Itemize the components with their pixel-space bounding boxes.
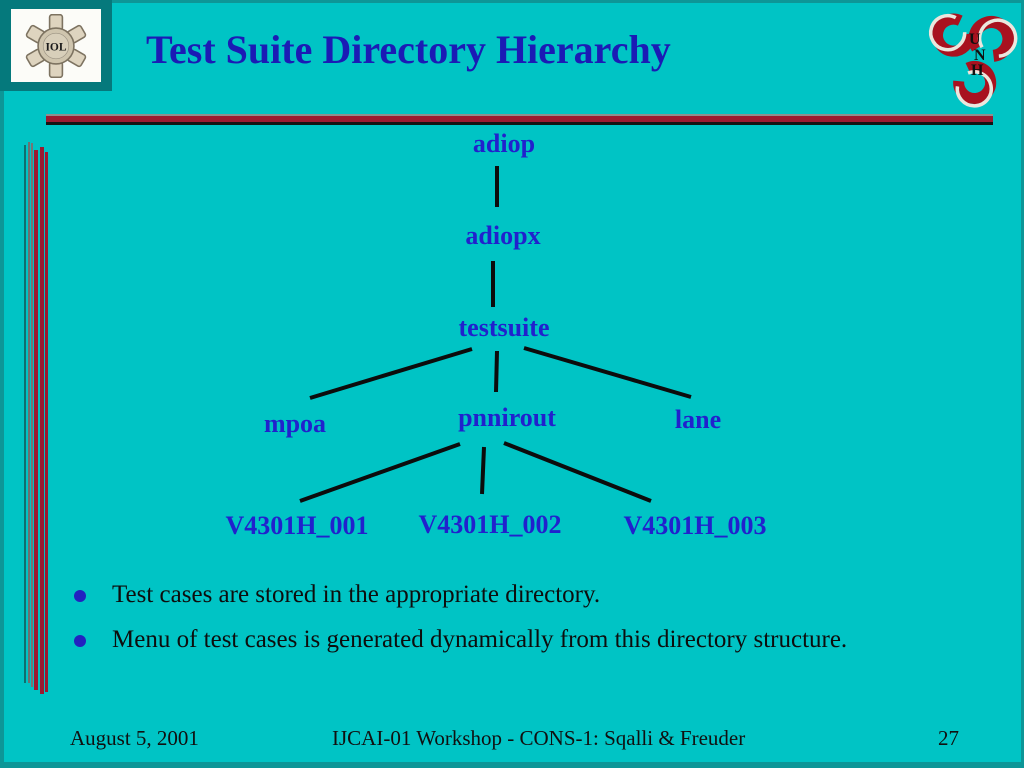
iol-logo: IOL [0, 0, 112, 91]
decorative-bar [31, 143, 33, 687]
decorative-bar [28, 142, 30, 683]
tree-edge-pnnirout-v003 [503, 441, 652, 503]
tree-edge-pnnirout-v002 [480, 446, 486, 495]
tree-node-pnnirout: pnnirout [458, 403, 556, 432]
decorative-bar [40, 147, 44, 694]
tree-node-adiopx: adiopx [465, 221, 541, 250]
bullet-dot-icon [74, 635, 86, 647]
tree-edge-pnnirout-v001 [299, 442, 461, 503]
tree-node-v4301h-001: V4301H_001 [225, 511, 369, 540]
left-decorative-bars [22, 142, 52, 694]
tree-node-adiop: adiop [472, 129, 536, 158]
tree-edge-testsuite-pnnirout [494, 350, 499, 393]
unh-letter-n: N [974, 47, 986, 64]
bullet-dot-icon [74, 590, 86, 602]
page-title: Test Suite Directory Hierarchy [146, 27, 671, 72]
bullet-item-1: Test cases are stored in the appropriate… [112, 581, 601, 608]
title-divider-rule [46, 114, 993, 125]
tree-node-v4301h-003: V4301H_003 [623, 511, 767, 540]
iol-logo-inner: IOL [11, 9, 101, 82]
unh-logo-icon: U N H [928, 13, 1018, 108]
tree-node-testsuite: testsuite [458, 313, 550, 342]
tree-edge-testsuite-mpoa [309, 347, 473, 400]
unh-letter-h: H [971, 62, 984, 79]
footer-event-name: IJCAI-01 Workshop - CONS-1: Sqalli & Fre… [332, 726, 746, 750]
footer-date: August 5, 2001 [70, 726, 199, 750]
bullet-item-2: Menu of test cases is generated dynamica… [112, 626, 848, 653]
footer-page-number: 27 [938, 726, 959, 750]
tree-edge-testsuite-lane [523, 346, 692, 399]
tree-node-v4301h-002: V4301H_002 [418, 510, 562, 539]
tree-node-lane: lane [674, 405, 722, 434]
decorative-bar [24, 145, 26, 683]
decorative-bar [34, 150, 38, 690]
iol-logo-text: IOL [45, 41, 66, 53]
decorative-bar [45, 152, 48, 692]
unh-letter-u: U [969, 31, 981, 48]
iol-gear-icon: IOL [25, 13, 87, 78]
tree-node-mpoa: mpoa [263, 409, 327, 438]
